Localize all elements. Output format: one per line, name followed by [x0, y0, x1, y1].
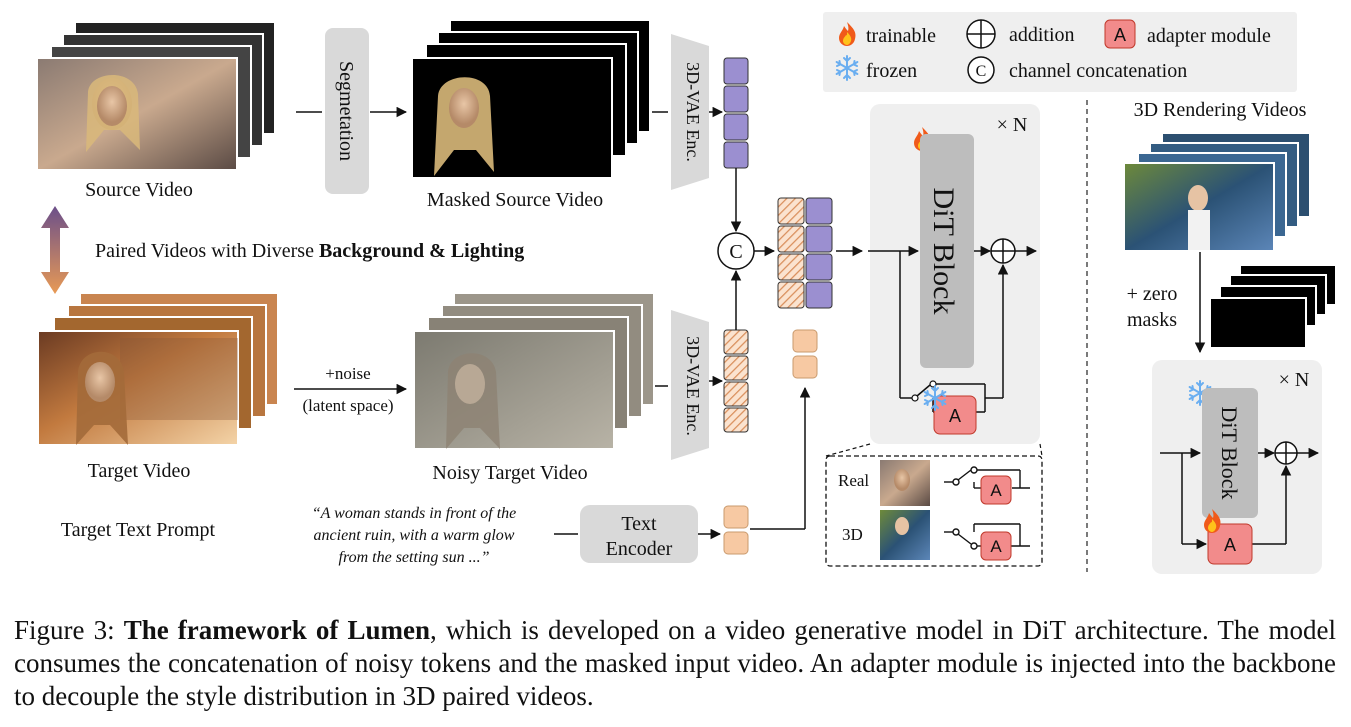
legend-addition: addition — [1009, 24, 1075, 46]
paired-double-arrow — [41, 206, 69, 294]
dit-block — [920, 134, 974, 368]
target-text-prompt-label: Target Text Prompt — [61, 519, 216, 541]
noisy-latent-tokens — [723, 329, 749, 433]
dit-times-n: × N — [997, 114, 1028, 136]
dit-adapter-module — [933, 395, 977, 435]
caption-bold: The framework of Lumen — [123, 615, 430, 645]
dit-block-3d — [1202, 388, 1258, 518]
segmentation-box — [325, 28, 369, 194]
inset-3d-label: 3D — [842, 525, 863, 544]
rendering-videos-label: 3D Rendering Videos — [1134, 99, 1307, 121]
concat-letter: C — [729, 241, 742, 263]
vae-encoder-top-label: 3D-VAE Enc. — [683, 62, 703, 162]
masked-source-stack — [411, 19, 651, 179]
latent-space-label: (latent space) — [302, 396, 393, 415]
legend-trainable: trainable — [866, 25, 936, 47]
text-encoder-label-1: Text — [621, 513, 657, 535]
text-encoder-box — [580, 505, 698, 563]
inset-real-adapter-letter: A — [990, 481, 1002, 500]
adapter-icon-letter: A — [1114, 25, 1126, 45]
vae-encoder-bottom — [671, 310, 709, 460]
dit-adapter-letter: A — [949, 406, 961, 426]
channel-concat-icon — [967, 56, 995, 84]
inset-real-adapter — [980, 475, 1012, 505]
rendering-video-stack — [1123, 132, 1311, 252]
dit-3d-adapter-module — [1207, 523, 1253, 565]
source-video-label: Source Video — [85, 179, 193, 201]
dit-3d-times-n: × N — [1279, 369, 1310, 391]
noisy-target-label: Noisy Target Video — [432, 462, 587, 484]
inset-real-label: Real — [838, 471, 869, 490]
segmentation-label: Segmetation — [335, 61, 357, 161]
target-video-label: Target Video — [88, 460, 191, 482]
paired-videos-text: Paired Videos with Diverse Background & … — [95, 240, 524, 262]
masked-source-label: Masked Source Video — [427, 189, 603, 211]
legend-frozen: frozen — [866, 60, 917, 82]
inset-3d-adapter — [980, 531, 1012, 561]
noise-label: +noise — [325, 364, 370, 383]
framework-diagram: Source Video Segmetation Masked Source V… — [36, 12, 1337, 574]
source-video-stack — [36, 21, 276, 171]
inset-3d-adapter-letter: A — [990, 537, 1002, 556]
prompt-line-1: “A woman stands in front of the — [312, 505, 516, 522]
prompt-line-3: from the setting sun ...” — [339, 549, 490, 566]
inset-3d-thumbnail — [880, 510, 930, 560]
dit-block-3d-label: DiT Block — [1217, 406, 1242, 499]
dit-3d-adapter-letter: A — [1224, 535, 1236, 555]
caption-prefix: Figure 3: — [14, 615, 124, 645]
noisy-target-stack — [413, 292, 655, 450]
dit-block-label: DiT Block — [927, 188, 960, 315]
text-condition-tokens — [792, 329, 818, 379]
zero-masks-label-1: + zero — [1127, 283, 1178, 305]
addition-icon — [966, 19, 996, 49]
legend-channel-concat: channel concatenation — [1009, 60, 1187, 82]
text-encoder-label-2: Encoder — [606, 538, 673, 560]
text-encoder-tokens — [723, 505, 749, 555]
vae-encoder-top — [671, 34, 709, 190]
channel-concat-letter: C — [976, 63, 987, 80]
concatenated-tokens — [777, 197, 833, 309]
zero-mask-stack — [1209, 264, 1337, 349]
zero-masks-label-2: masks — [1127, 309, 1177, 331]
prompt-line-2: ancient ruin, with a warm glow — [314, 527, 515, 544]
target-video-stack — [37, 292, 279, 446]
vae-encoder-bottom-label: 3D-VAE Enc. — [683, 336, 703, 436]
adapter-icon — [1104, 19, 1136, 49]
caption-rest: , which is developed on a video generati… — [14, 615, 1336, 711]
figure-caption: Figure 3: The framework of Lumen, which … — [14, 614, 1336, 713]
masked-latent-tokens — [723, 57, 749, 169]
legend-panel — [823, 12, 1297, 92]
legend-adapter: adapter module — [1147, 25, 1271, 47]
